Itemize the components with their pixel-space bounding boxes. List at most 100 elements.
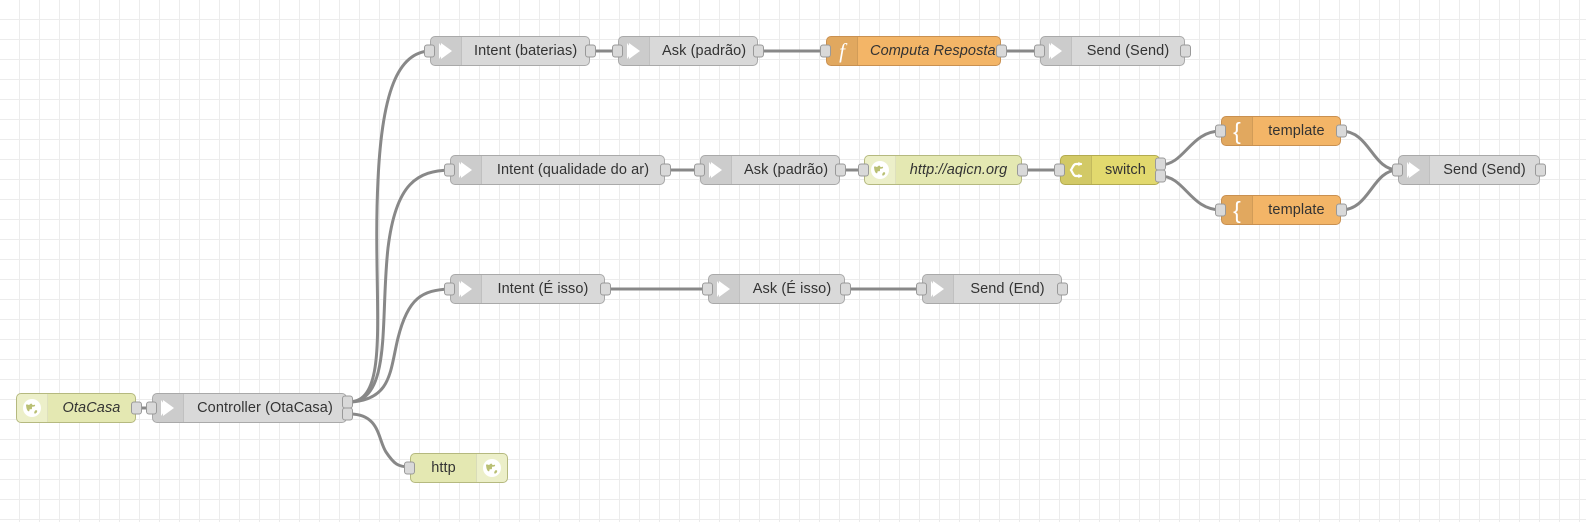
node-template_2[interactable]: { template <box>1215 195 1347 225</box>
arrow-right-icon <box>458 162 472 178</box>
node-output-port[interactable] <box>1535 163 1546 177</box>
node-icon-strip: { <box>1222 117 1253 145</box>
node-input-port[interactable] <box>444 163 455 177</box>
arrow-right-icon <box>708 162 722 178</box>
node-input-port[interactable] <box>702 282 713 296</box>
node-input-port[interactable] <box>612 44 623 58</box>
node-intent_qualidade[interactable]: Intent (qualidade do ar) <box>444 155 671 185</box>
node-input-port[interactable] <box>424 44 435 58</box>
node-icon-strip <box>1061 156 1092 184</box>
node-ask_padrao_1[interactable]: Ask (padrão) <box>612 36 764 66</box>
node-switch_node[interactable]: switch <box>1054 155 1166 185</box>
node-output-port[interactable] <box>660 163 671 177</box>
node-label: http <box>431 460 456 476</box>
wire-template_1-to-send_send_2[interactable] <box>1339 129 1400 172</box>
wire-controller-to-http_out[interactable] <box>348 412 412 469</box>
arrow-right-icon <box>626 43 640 59</box>
node-intent_e_isso[interactable]: Intent (É isso) <box>444 274 611 304</box>
node-ask_padrao_2[interactable]: Ask (padrão) <box>694 155 846 185</box>
arrow-right-icon <box>1406 162 1420 178</box>
node-label: template <box>1268 123 1325 139</box>
node-output-port[interactable] <box>835 163 846 177</box>
brace-icon: { <box>1233 117 1241 144</box>
node-input-port[interactable] <box>1215 124 1226 138</box>
node-label: template <box>1268 202 1325 218</box>
node-input-port[interactable] <box>820 44 831 58</box>
wire-switch_node-to-template_1[interactable] <box>1158 129 1223 167</box>
wire-controller-to-intent_e_isso[interactable] <box>348 287 452 404</box>
node-icon-strip <box>17 394 48 422</box>
arrow-right-icon <box>160 400 174 416</box>
switch-icon <box>1066 160 1086 180</box>
node-template_1[interactable]: { template <box>1215 116 1347 146</box>
node-output-port[interactable] <box>342 407 353 421</box>
node-icon-strip <box>1041 37 1072 65</box>
globe-icon <box>870 160 890 180</box>
node-input-port[interactable] <box>1392 163 1403 177</box>
node-input-port[interactable] <box>916 282 927 296</box>
node-send_end[interactable]: Send (End) <box>916 274 1068 304</box>
node-send_send_2[interactable]: Send (Send) <box>1392 155 1546 185</box>
node-icon-strip: f <box>827 37 858 65</box>
node-output-port[interactable] <box>1155 169 1166 183</box>
node-controller[interactable]: Controller (OtaCasa) <box>146 393 353 423</box>
arrow-right-icon <box>438 43 452 59</box>
wire-controller-to-intent_qualidade[interactable] <box>348 168 452 404</box>
node-output-port[interactable] <box>840 282 851 296</box>
node-output-port[interactable] <box>585 44 596 58</box>
node-input-port[interactable] <box>404 461 415 475</box>
function-f-icon: f <box>839 38 845 63</box>
node-label: http://aqicn.org <box>909 162 1008 178</box>
node-output-port[interactable] <box>996 44 1007 58</box>
node-output-port[interactable] <box>600 282 611 296</box>
node-icon-strip <box>701 156 732 184</box>
globe-icon <box>482 458 502 478</box>
node-label: Ask (É isso) <box>752 281 832 297</box>
node-icon-strip: { <box>1222 196 1253 224</box>
wire-switch_node-to-template_2[interactable] <box>1158 174 1223 212</box>
node-send_send_1[interactable]: Send (Send) <box>1034 36 1191 66</box>
node-output-port[interactable] <box>1017 163 1028 177</box>
node-input-port[interactable] <box>444 282 455 296</box>
node-input-port[interactable] <box>858 163 869 177</box>
node-label: Ask (padrão) <box>744 162 829 178</box>
node-input-port[interactable] <box>694 163 705 177</box>
node-icon-strip <box>476 454 507 482</box>
node-input-port[interactable] <box>1034 44 1045 58</box>
node-output-port[interactable] <box>1180 44 1191 58</box>
node-label: Intent (qualidade do ar) <box>496 162 650 178</box>
node-output-port[interactable] <box>131 401 142 415</box>
node-output-port[interactable] <box>753 44 764 58</box>
node-icon-strip <box>431 37 462 65</box>
node-output-port[interactable] <box>1057 282 1068 296</box>
node-http_out[interactable]: http <box>404 453 508 483</box>
node-label: Controller (OtaCasa) <box>197 400 333 416</box>
node-icon-strip <box>451 275 482 303</box>
node-input-port[interactable] <box>1054 163 1065 177</box>
node-ask_e_isso[interactable]: Ask (É isso) <box>702 274 851 304</box>
globe-icon <box>22 398 42 418</box>
node-label: Send (Send) <box>1443 162 1526 178</box>
node-label: OtaCasa <box>62 400 121 416</box>
node-http_aqicn[interactable]: http://aqicn.org <box>858 155 1028 185</box>
node-icon-strip <box>709 275 740 303</box>
node-output-port[interactable] <box>1336 124 1347 138</box>
node-label: Send (Send) <box>1086 43 1170 59</box>
wire-template_2-to-send_send_2[interactable] <box>1339 168 1400 212</box>
node-icon-strip <box>619 37 650 65</box>
node-label: switch <box>1105 162 1146 178</box>
wire-controller-to-intent_baterias[interactable] <box>348 49 432 404</box>
node-input-port[interactable] <box>1215 203 1226 217</box>
node-otacasa[interactable]: OtaCasa <box>16 393 142 423</box>
node-intent_baterias[interactable]: Intent (baterias) <box>424 36 596 66</box>
node-input-port[interactable] <box>146 401 157 415</box>
node-output-port[interactable] <box>1336 203 1347 217</box>
arrow-right-icon <box>930 281 944 297</box>
node-label: Intent (É isso) <box>497 281 589 297</box>
arrow-right-icon <box>1048 43 1062 59</box>
node-icon-strip <box>865 156 896 184</box>
node-icon-strip <box>153 394 184 422</box>
